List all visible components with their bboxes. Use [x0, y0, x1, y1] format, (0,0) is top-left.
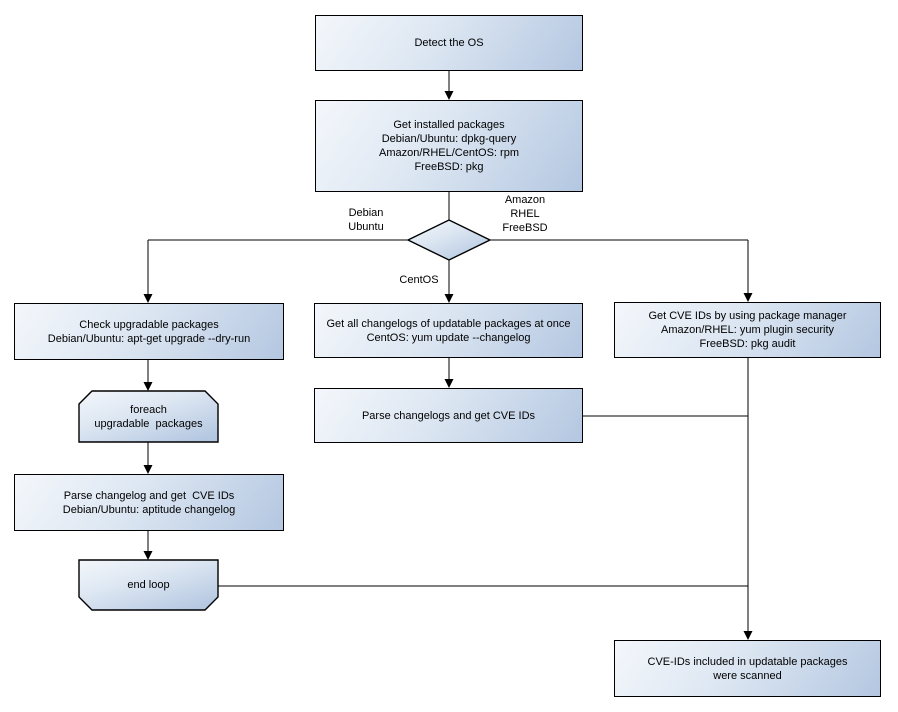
arrow-parse-to-endloop — [143, 531, 153, 560]
node-parse-changelogs: Parse changelogs and get CVE IDs — [314, 388, 583, 443]
node-text-line: were scanned — [713, 669, 782, 682]
node-get-cve-ids: Get CVE IDs by using package manager Ama… — [614, 302, 881, 358]
node-text-line: Get CVE IDs by using package manager — [648, 310, 847, 322]
node-check-upgradable: Check upgradable packages Debian/Ubuntu:… — [14, 303, 284, 360]
branch-label-line: Amazon — [504, 194, 546, 206]
arrow-diamond-to-check — [143, 240, 153, 303]
branch-label-line: CentOS — [399, 274, 439, 286]
branch-label-line: FreeBSD — [502, 222, 548, 234]
arrow-diamond-to-getall — [444, 260, 454, 303]
branch-label-centos: CentOS — [393, 273, 445, 287]
node-text-line: Amazon/RHEL/CentOS: rpm — [379, 147, 519, 159]
node-detect-os: Detect the OS — [315, 15, 583, 71]
node-text-line: Debian/Ubuntu: dpkg-query — [381, 133, 517, 145]
node-text-line: Check upgradable packages — [79, 318, 219, 331]
branch-label-line: RHEL — [510, 208, 540, 220]
node-text-line: CVE-IDs included in updatable packages — [647, 655, 848, 668]
branch-label-line: Ubuntu — [348, 221, 384, 233]
node-parse-changelog: Parse changelog and get CVE IDs Debian/U… — [14, 474, 284, 531]
node-text-line: Amazon/RHEL: yum plugin security — [660, 324, 834, 336]
node-text-line: Parse changelog and get CVE IDs — [63, 489, 235, 502]
node-text-line: Debian/Ubuntu: apt-get upgrade --dry-run — [47, 332, 251, 345]
node-get-all-changelogs: Get all changelogs of updatable packages… — [314, 303, 583, 358]
arrow-detect-to-installed — [444, 71, 454, 100]
node-scan-result: CVE-IDs included in updatable packages w… — [614, 640, 881, 697]
node-text-line: Debian/Ubuntu: aptitude changelog — [62, 503, 236, 516]
arrow-check-to-foreach — [143, 360, 153, 391]
arrow-diamond-to-getcve — [743, 240, 753, 302]
node-get-installed-packages: Get installed packages Debian/Ubuntu: dp… — [315, 100, 583, 192]
branch-label-debian-ubuntu: Debian Ubuntu — [336, 206, 396, 234]
node-text-line: Detect the OS — [414, 37, 484, 49]
arrow-rail-to-result — [743, 358, 753, 640]
node-text-line: Parse changelogs and get CVE IDs — [361, 409, 536, 422]
arrow-foreach-to-parse — [143, 442, 153, 474]
node-text-line: FreeBSD: pkg — [414, 161, 484, 173]
decision-diamond — [406, 219, 492, 261]
branch-label-line: Debian — [348, 207, 384, 219]
end-loop-shape — [78, 559, 219, 611]
node-text-line: CentOS: yum update --changelog — [366, 331, 531, 344]
node-text-line: Get installed packages — [393, 119, 505, 131]
node-text-line: FreeBSD: pkg audit — [699, 338, 796, 350]
foreach-loop-shape — [78, 390, 219, 443]
arrow-getall-to-parsechangelogs — [444, 358, 454, 388]
node-text-line: Get all changelogs of updatable packages… — [326, 317, 571, 330]
branch-label-amazon-rhel-freebsd: Amazon RHEL FreeBSD — [496, 193, 554, 235]
